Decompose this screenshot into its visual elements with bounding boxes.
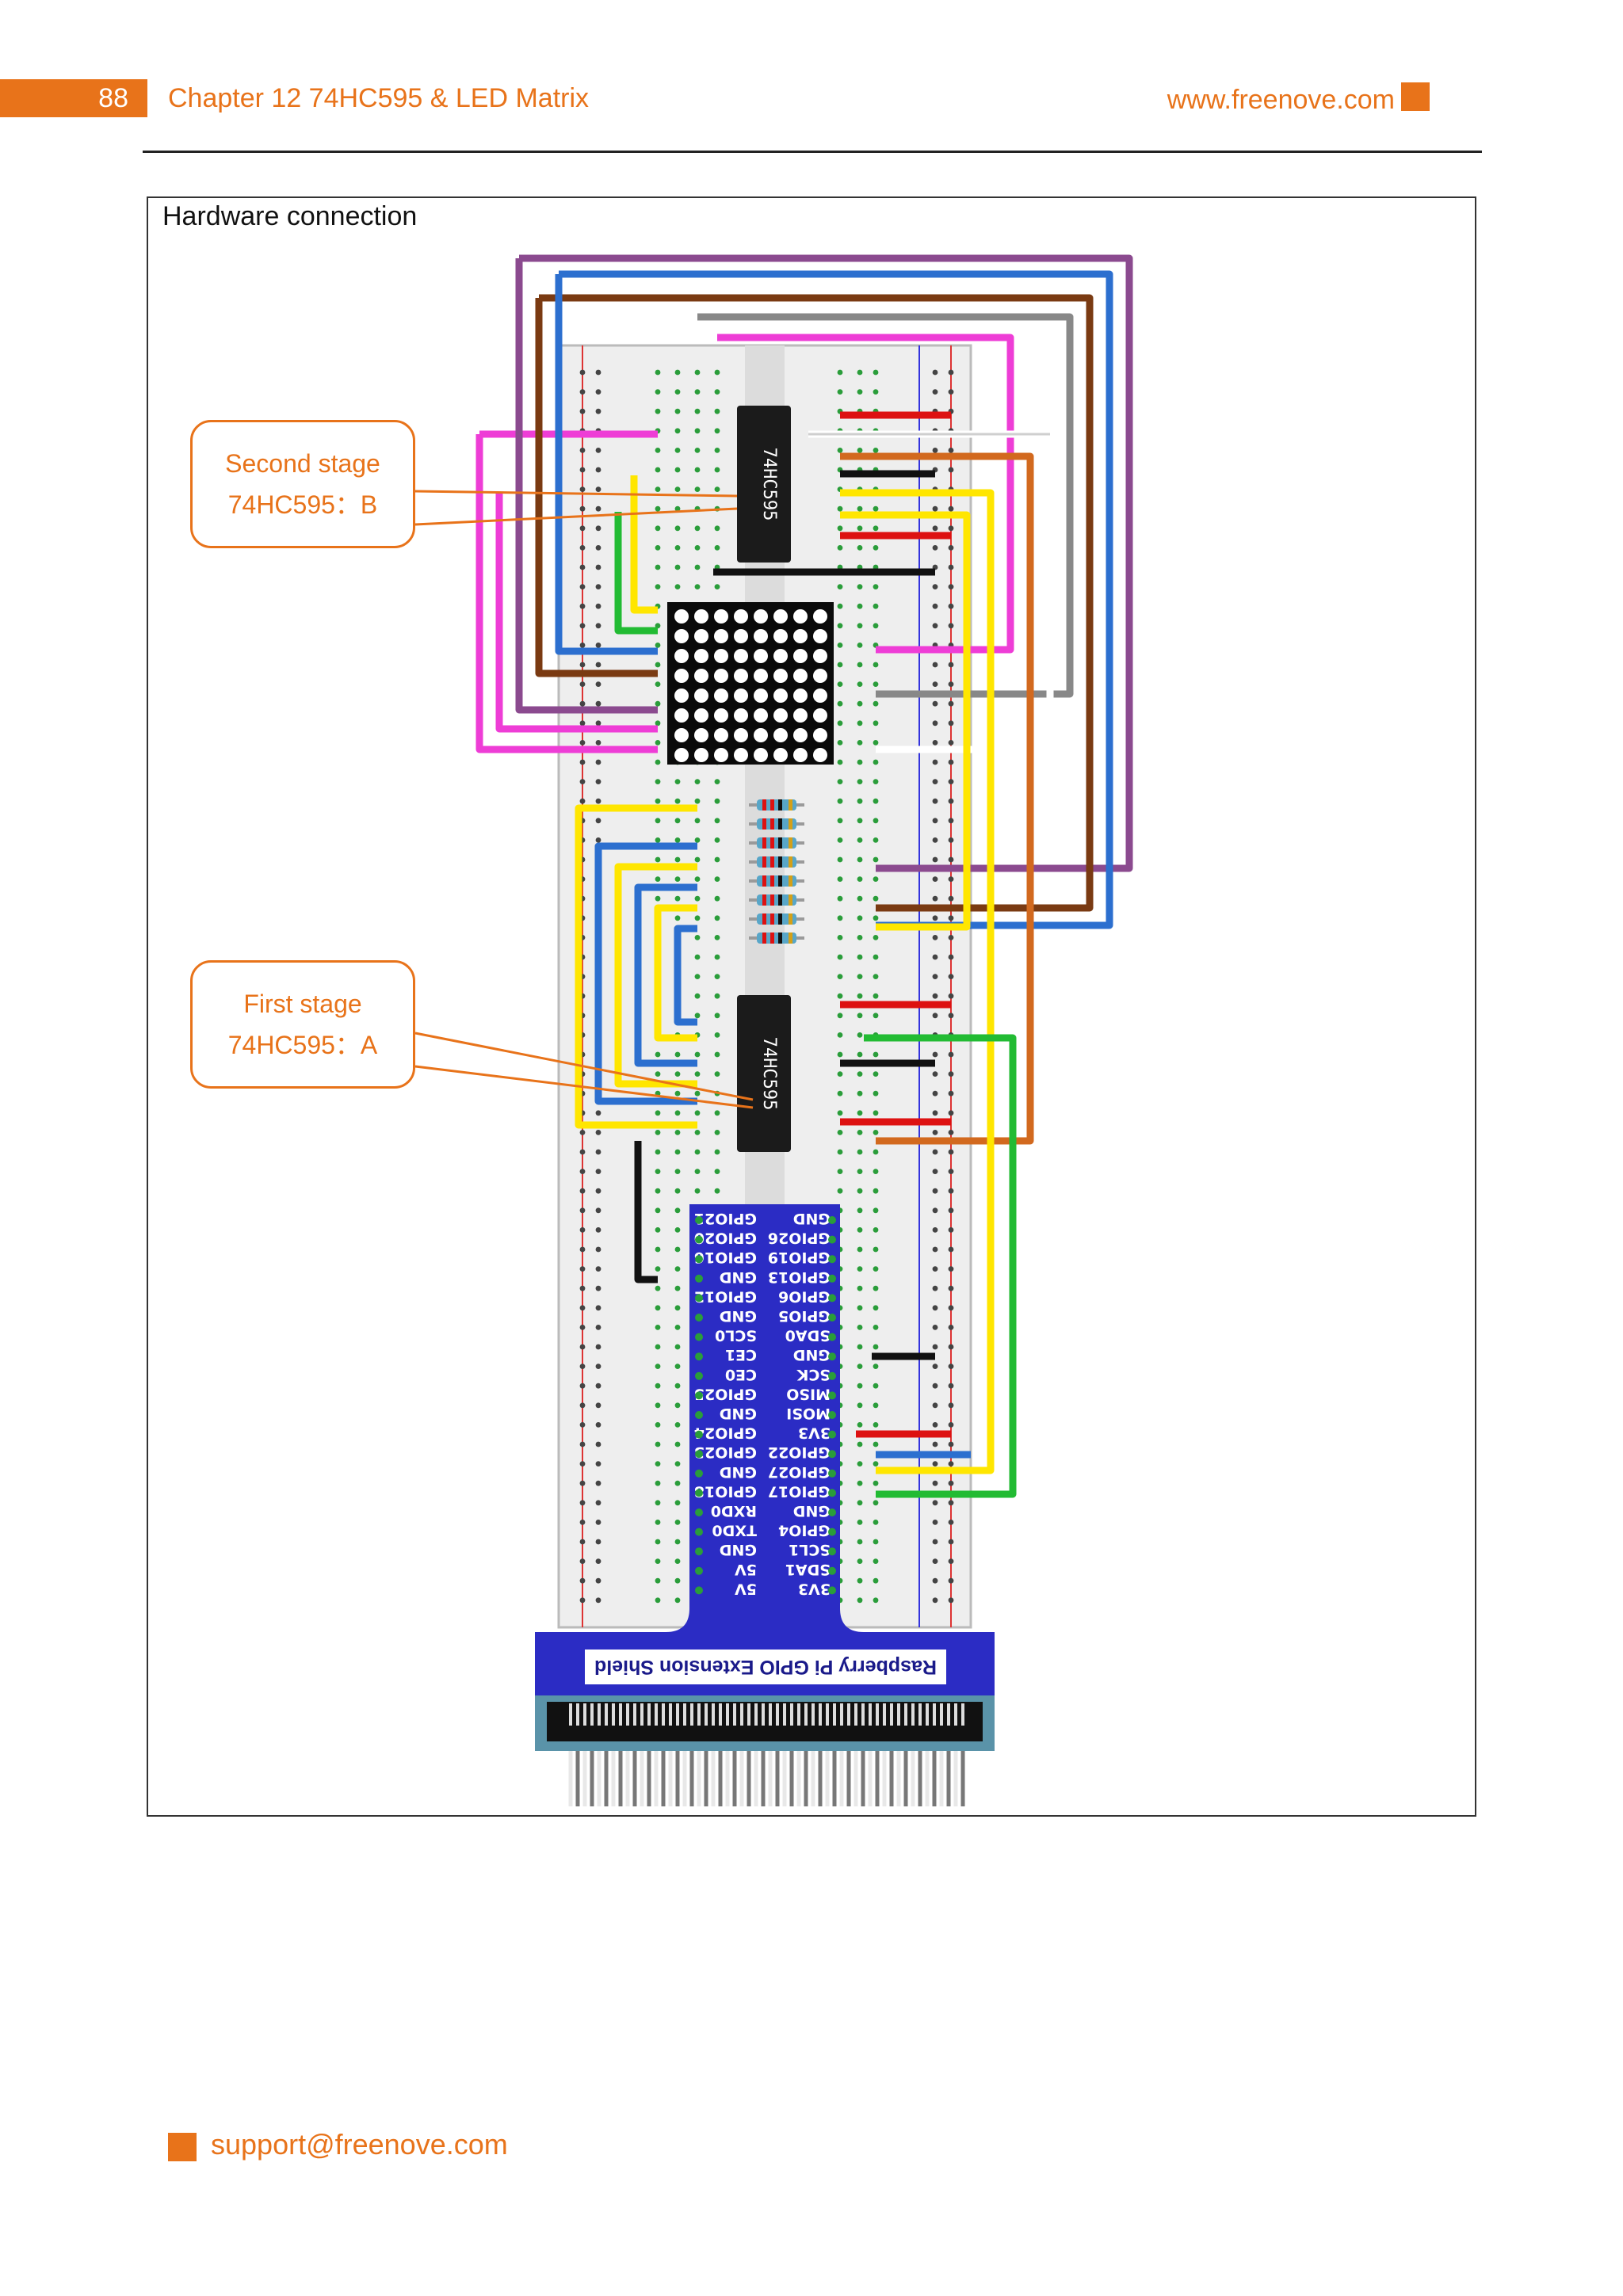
- gpio-label-left: GPIO18: [694, 1482, 757, 1500]
- chapter-title: Chapter 12 74HC595 & LED Matrix: [168, 83, 590, 113]
- callout-first-stage-title: First stage: [243, 990, 362, 1018]
- support-email[interactable]: support@freenove.com: [211, 2128, 508, 2161]
- ribbon-cable: [568, 1703, 965, 1806]
- callout-leaders: [414, 490, 754, 1109]
- figure-frame: [147, 196, 1476, 1817]
- gpio-label-right: GPIO6: [778, 1287, 831, 1305]
- gpio-label-right: GND: [793, 1210, 831, 1227]
- gpio-label-right: GPIO4: [778, 1522, 831, 1539]
- wires: [475, 254, 1133, 1498]
- gpio-label-right: GPIO27: [768, 1463, 831, 1481]
- gpio-label-right: GPIO19: [768, 1249, 831, 1266]
- callout-first-stage-chip: 74HC595：A: [227, 1031, 378, 1059]
- gpio-label-right: MISO: [786, 1385, 831, 1402]
- gpio-extension-shield: Raspberry Pi GPIO Extension Shield GPIO2…: [535, 1204, 995, 1806]
- gpio-label-right: SCK: [796, 1366, 831, 1383]
- callout-first-stage: First stage 74HC595：A: [190, 960, 415, 1089]
- svg-text:74HC595: 74HC595: [759, 448, 779, 521]
- gpio-label-right: GND: [793, 1502, 831, 1520]
- gpio-label-left: 5V: [735, 1580, 757, 1597]
- svg-text:Raspberry Pi GPIO Extension Sh: Raspberry Pi GPIO Extension Shield: [594, 1656, 937, 1678]
- gpio-label-left: GPIO24: [694, 1425, 757, 1442]
- figure-label: Hardware connection: [162, 201, 418, 231]
- callout-second-stage-title: Second stage: [225, 449, 380, 478]
- gpio-label-left: GND: [720, 1307, 757, 1325]
- gpio-label-right: 3V3: [798, 1425, 831, 1442]
- site-url[interactable]: www.freenove.com: [1167, 85, 1395, 115]
- gpio-label-left: GND: [720, 1463, 757, 1481]
- gpio-label-left: SCL0: [715, 1327, 757, 1344]
- gpio-label-right: GND: [793, 1346, 831, 1363]
- gpio-label-right: 3V3: [798, 1580, 831, 1597]
- led-matrix-dots: [674, 609, 827, 762]
- callout-second-stage-chip: 74HC595：B: [227, 490, 378, 519]
- footer-accent-square: [168, 2133, 197, 2161]
- gpio-label-right: SCL1: [789, 1541, 831, 1558]
- page-number: 88: [0, 79, 147, 117]
- gpio-label-left: TXD0: [712, 1522, 757, 1539]
- header-accent-square: [1401, 82, 1430, 111]
- gpio-label-left: GND: [720, 1541, 757, 1558]
- callout-second-stage: Second stage 74HC595：B: [190, 420, 415, 548]
- gpio-label-right: GPIO13: [768, 1268, 831, 1286]
- gpio-label-left: GND: [720, 1405, 757, 1422]
- chip-74hc595-a: 74HC595: [737, 995, 791, 1152]
- gpio-label-right: GPIO17: [768, 1482, 831, 1500]
- gpio-label-left: 5V: [735, 1561, 757, 1578]
- header-rule: [143, 151, 1482, 153]
- gpio-label-right: SDA0: [785, 1327, 831, 1344]
- gpio-label-left: GPIO12: [694, 1287, 757, 1305]
- resistor-array: [749, 799, 804, 944]
- gpio-label-right: SDA1: [785, 1561, 831, 1578]
- gpio-label-left: CE1: [725, 1346, 757, 1363]
- svg-text:74HC595: 74HC595: [759, 1037, 779, 1111]
- gpio-label-left: RXD0: [711, 1502, 757, 1520]
- gpio-label-right: MOSI: [786, 1405, 831, 1422]
- gpio-label-left: GPIO20: [694, 1230, 757, 1247]
- gpio-label-right: GPIO5: [778, 1307, 831, 1325]
- gpio-label-right: GPIO26: [768, 1230, 831, 1247]
- gpio-label-left: GPIO25: [694, 1385, 757, 1402]
- gpio-label-left: GND: [720, 1268, 757, 1286]
- led-matrix: [667, 602, 834, 765]
- gpio-label-left: GPIO16: [694, 1249, 757, 1266]
- chip-74hc595-b: 74HC595: [737, 406, 791, 563]
- gpio-label-right: GPIO22: [768, 1444, 831, 1461]
- gpio-pin-labels: GPIO21GPIO20GPIO16GNDGPIO12GNDSCL0CE1CE0…: [694, 1210, 836, 1597]
- gpio-label-left: GPIO21: [694, 1210, 757, 1227]
- gpio-label-left: GPIO23: [694, 1444, 757, 1461]
- gpio-label-left: CE0: [725, 1366, 757, 1383]
